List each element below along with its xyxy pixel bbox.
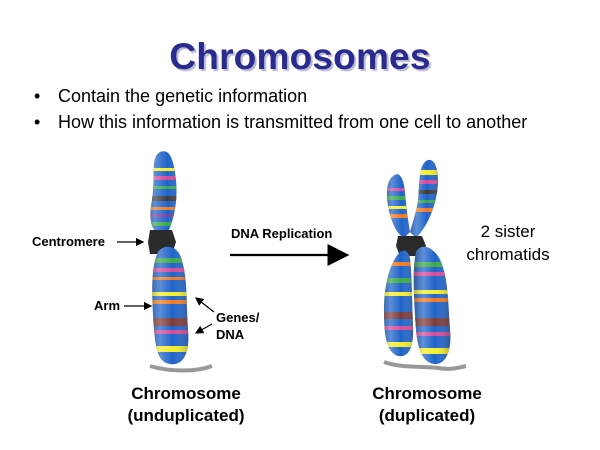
slide-title: Chromosomes xyxy=(169,36,431,77)
chromatid-arm-lower-left xyxy=(384,250,414,357)
caption-duplicated-line1: Chromosome xyxy=(372,384,482,403)
upper-arm xyxy=(150,151,177,232)
duplicated-chromosome xyxy=(383,159,467,371)
floor-shadow xyxy=(149,364,213,373)
bullet-text: How this information is transmitted from… xyxy=(58,112,528,132)
floor-shadow xyxy=(383,360,467,371)
genes-label-line2: DNA xyxy=(216,327,245,342)
bullet-item: • Contain the genetic information xyxy=(34,86,594,107)
unduplicated-chromosome xyxy=(148,151,213,373)
chromatid-arm-upper-right xyxy=(410,159,438,238)
bullet-dot-icon: • xyxy=(34,112,41,132)
bullet-list: • Contain the genetic information • How … xyxy=(34,86,594,138)
genes-pointer-upper xyxy=(195,297,215,313)
centromere-label: Centromere xyxy=(32,234,105,249)
dna-replication-label: DNA Replication xyxy=(231,226,332,241)
chromatid-arm-lower-right xyxy=(413,246,451,364)
caption-duplicated-line2: (duplicated) xyxy=(379,406,475,425)
caption-unduplicated-line2: (unduplicated) xyxy=(127,406,244,425)
genes-label-line1: Genes/ xyxy=(216,310,260,325)
sister-chromatids-line2: chromatids xyxy=(466,245,549,264)
bullet-dot-icon: • xyxy=(34,86,41,106)
bullet-text: Contain the genetic information xyxy=(58,86,308,106)
chromatid-arm-upper-left xyxy=(386,174,410,238)
arm-label: Arm xyxy=(94,298,120,313)
sister-chromatids-line1: 2 sister xyxy=(481,222,536,241)
lower-arm xyxy=(152,246,189,365)
genes-pointer-lower xyxy=(194,323,213,334)
bullet-item: • How this information is transmitted fr… xyxy=(34,112,594,133)
caption-unduplicated-line1: Chromosome xyxy=(131,384,241,403)
